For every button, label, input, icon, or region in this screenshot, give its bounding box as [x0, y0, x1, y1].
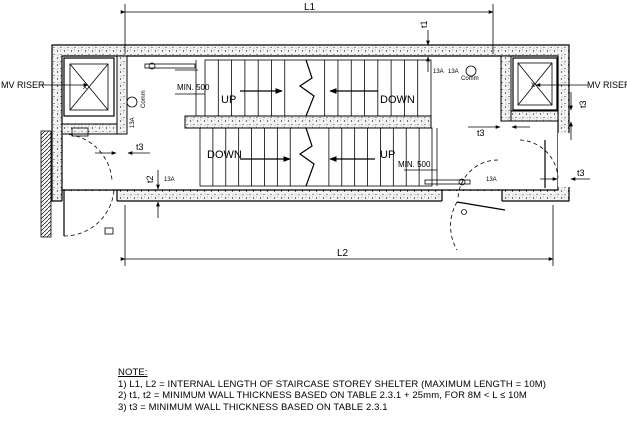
- comm-label-left: Comm: [141, 90, 147, 108]
- label-up-top: UP: [221, 94, 236, 106]
- door-left-side: [61, 133, 113, 181]
- label-min-500-top: MIN. 500: [177, 83, 210, 92]
- door-bottom-right: [450, 159, 506, 251]
- hatched-wall-panel: [40, 130, 52, 238]
- dim-t3-mid: t3: [477, 128, 485, 138]
- label-min-500-bottom: MIN. 500: [398, 160, 431, 169]
- note-item-1: 1) L1, L2 = INTERNAL LENGTH OF STAIRCASE…: [118, 378, 547, 390]
- dim-l2: L2: [337, 248, 349, 259]
- socket-13a-left-wall: 13A: [130, 117, 136, 128]
- dim-t3-right: t3: [577, 168, 585, 178]
- door-openings: [61, 133, 570, 202]
- note-item-3: 3) t3 = MINIMUM WALL THICKNESS BASED ON …: [118, 401, 388, 413]
- dimension-lines: [40, 4, 590, 266]
- door-left-bottom: [63, 189, 115, 237]
- socket-13a-bottom-left: 13A: [164, 177, 175, 183]
- dim-t3-left: t3: [136, 142, 144, 152]
- label-up-bottom: UP: [380, 149, 395, 161]
- svg-text:x: x: [531, 80, 535, 89]
- handrail-fixtures: [71, 62, 477, 186]
- dim-t3-right-vertical: t3: [578, 100, 588, 108]
- label-mv-riser-right: MV RISER: [587, 80, 627, 90]
- landing-clearance-marks: [175, 60, 438, 186]
- dim-t1: t1: [419, 20, 429, 28]
- comm-label-right: Comm: [461, 76, 479, 82]
- svg-text:x: x: [83, 82, 87, 91]
- stair-flight-upper: [204, 59, 432, 117]
- dim-t2: t2: [145, 175, 155, 183]
- mv-riser-shaft-right: x: [512, 57, 558, 111]
- stair-flight-lower: [199, 127, 433, 187]
- door-right-side: [519, 139, 559, 188]
- notes-heading: NOTE:: [118, 367, 148, 378]
- socket-13a-top-1: 13A: [433, 69, 444, 75]
- socket-13a-top-2: 13A: [448, 69, 459, 75]
- notes-block: NOTE: 1) L1, L2 = INTERNAL LENGTH OF STA…: [118, 367, 546, 413]
- socket-13a-bottom-right: 13A: [486, 177, 497, 183]
- label-mv-riser-left: MV RISER: [1, 80, 45, 90]
- note-item-2: 2) t1, t2 = MINIMUM WALL THICKNESS BASED…: [118, 390, 527, 401]
- mv-riser-shaft-left: x: [63, 57, 115, 117]
- stair-direction-arrows: [240, 88, 378, 162]
- label-down-bottom: DOWN: [207, 149, 242, 161]
- dim-l1: L1: [304, 2, 316, 13]
- label-down-top: DOWN: [380, 94, 415, 106]
